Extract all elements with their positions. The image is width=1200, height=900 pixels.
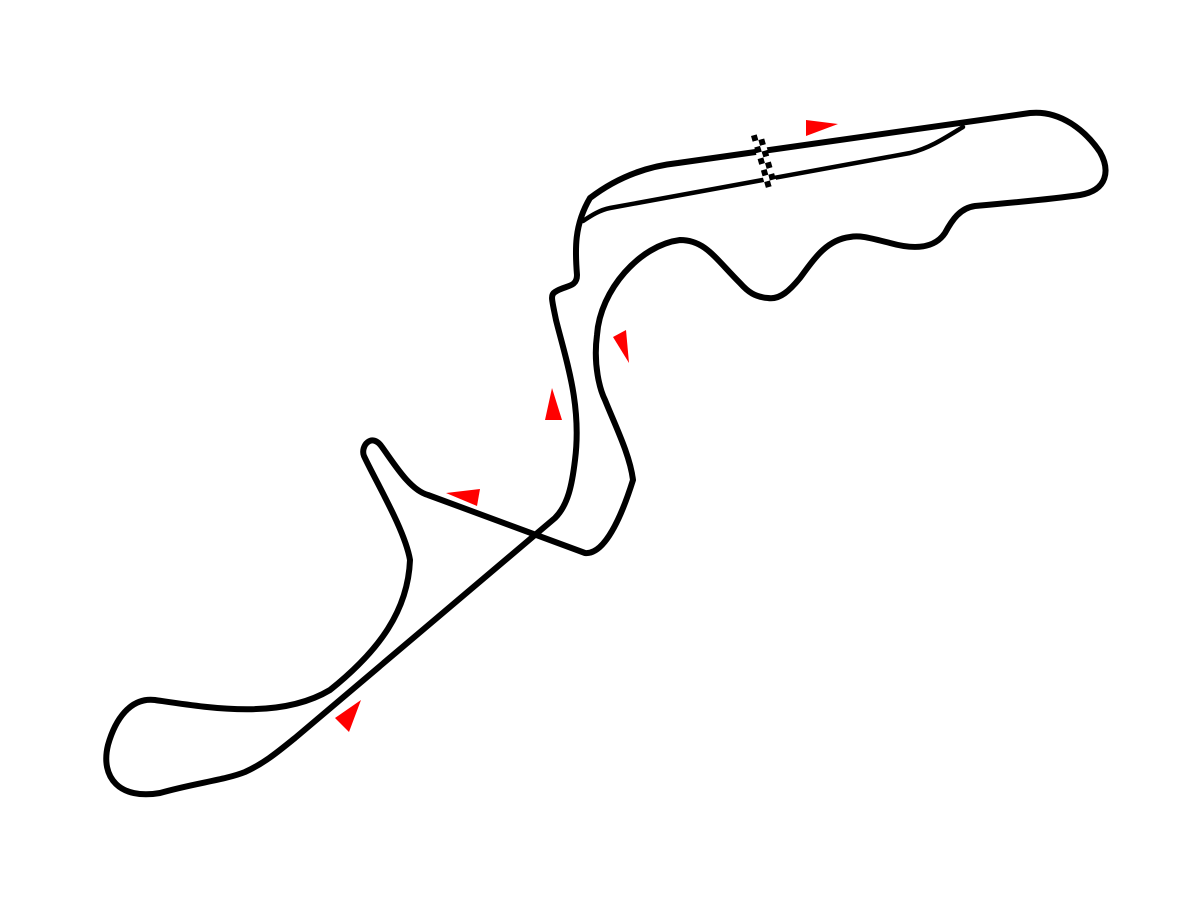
inner-connector [580,124,966,224]
flag-square [765,161,773,169]
flag-square [760,168,769,177]
direction-arrow-icon [335,700,361,732]
direction-arrow-icon [446,489,480,506]
flag-square [754,145,762,154]
direction-arrows [335,120,838,732]
flag-square [761,149,770,158]
direction-arrow-icon [545,388,562,420]
flag-square [768,173,776,181]
direction-arrow-icon [613,330,629,363]
flag-square [763,155,771,164]
flag-square [766,167,775,175]
flag-square [756,132,765,141]
flag-square [757,157,766,165]
flag-square [752,140,761,148]
flag-square [758,138,766,146]
flag-square [764,180,772,188]
direction-arrow-icon [806,120,838,136]
flag-square [760,144,768,152]
flag-square [755,151,764,160]
flag-square [751,134,759,142]
circuit-track [103,109,1109,798]
flag-square [762,174,770,183]
start-finish-flag-icon [751,132,778,188]
flag-square [769,178,778,187]
flag-square [759,163,767,171]
